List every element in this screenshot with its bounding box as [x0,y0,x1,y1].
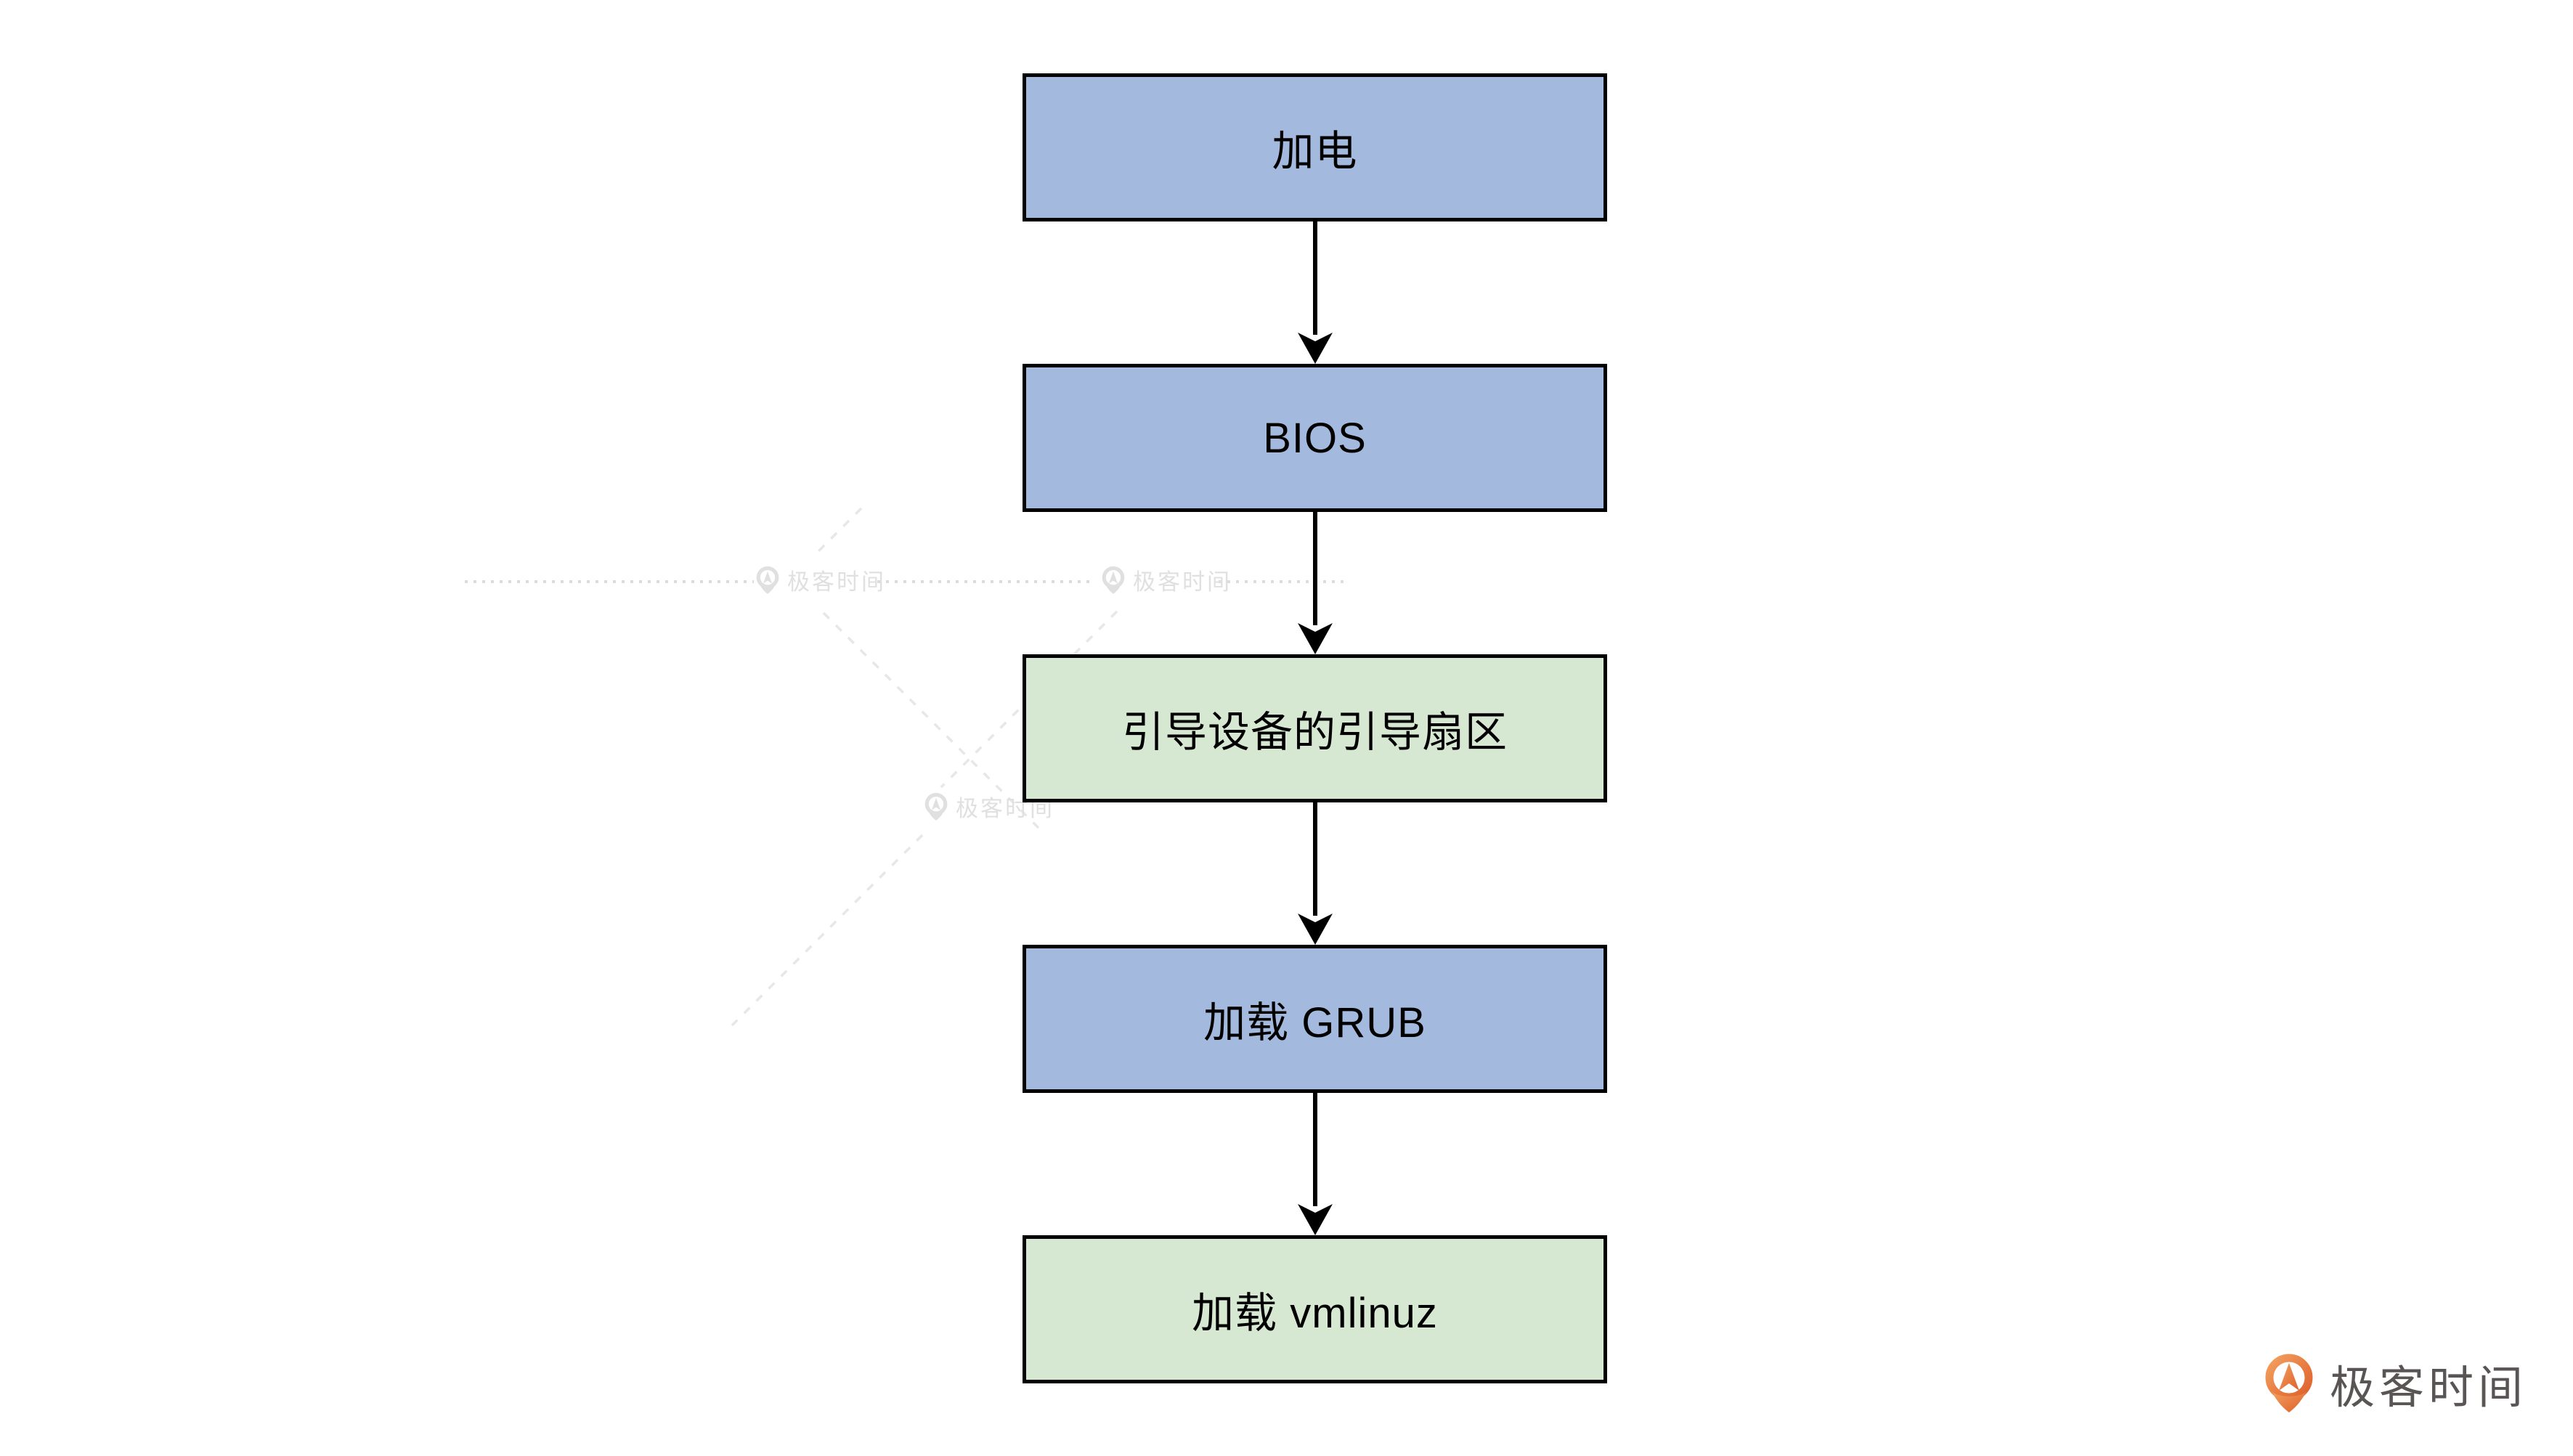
watermark-stamp: 极客时间 [755,564,886,596]
watermark-text: 极客时间 [1133,569,1232,595]
geektime-watermark-icon [924,792,948,821]
flow-node-load-vmlinuz: 加载 vmlinuz [1023,1235,1607,1383]
flow-node-load-grub: 加载 GRUB [1023,945,1607,1093]
arrow-shaft [1313,1093,1317,1206]
geektime-logo-text: 极客时间 [2330,1363,2528,1413]
arrow-shaft [1313,221,1317,335]
arrow-shaft [1313,512,1317,625]
geektime-logo-icon [2265,1354,2313,1412]
flow-node-label: 加载 vmlinuz [1192,1290,1438,1337]
flow-node-label: 引导设备的引导扇区 [1121,709,1508,756]
flow-node-label: 加载 GRUB [1203,999,1426,1046]
arrow-head-icon [1298,1204,1333,1235]
flow-arrow-3 [1298,802,1333,945]
arrow-head-icon [1298,623,1333,654]
arrow-head-icon [1298,333,1333,364]
flow-arrow-2 [1298,512,1333,654]
watermark-stamp: 极客时间 [1101,564,1232,596]
geektime-watermark-icon [1102,566,1125,594]
flow-node-bios: BIOS [1023,364,1607,512]
flow-arrow-1 [1298,221,1333,364]
flow-node-boot-sector: 引导设备的引导扇区 [1023,654,1607,802]
flow-node-label: 加电 [1272,128,1358,175]
arrow-shaft [1313,802,1317,916]
geektime-watermark-icon [756,566,779,594]
arrow-head-icon [1298,914,1333,945]
flow-node-label: BIOS [1263,414,1367,462]
geektime-logo: 极客时间 [2263,1351,2527,1416]
flow-node-power-on: 加电 [1023,73,1607,221]
flow-arrow-4 [1298,1093,1333,1235]
watermark-text: 极客时间 [787,569,886,595]
